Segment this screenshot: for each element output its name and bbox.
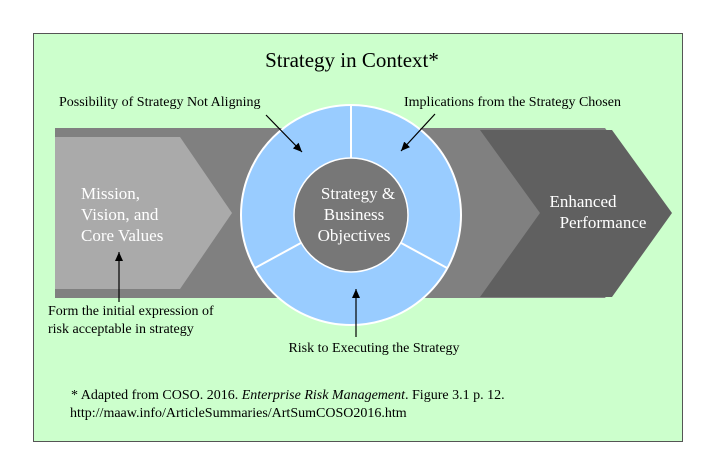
label-implications: Implications from the Strategy Chosen: [404, 95, 621, 110]
label-not-aligning: Possibility of Strategy Not Aligning: [59, 95, 260, 110]
footnote-citation: * Adapted from COSO. 2016. Enterprise Ri…: [71, 387, 505, 405]
label-executing: Risk to Executing the Strategy: [288, 341, 459, 356]
footnote-title: Enterprise Risk Management: [241, 388, 406, 403]
arrow-not-aligning: [265, 114, 303, 153]
label-initial-expression-2: risk acceptable in strategy: [48, 322, 194, 337]
label-initial-expression-1: Form the initial expression of: [48, 304, 214, 319]
footnote-url: http://maaw.info/ArticleSummaries/ArtSum…: [70, 406, 407, 421]
footnote-suffix: . Figure 3.1 p. 12.: [405, 388, 505, 403]
performance-line-2: Performance: [560, 213, 647, 232]
performance-line-1: Enhanced: [549, 192, 617, 211]
center-line-3: Objectives: [318, 226, 391, 245]
performance-chevron: [480, 130, 672, 297]
center-line-1: Strategy &: [321, 184, 395, 203]
mission-box: [55, 137, 232, 289]
mission-line-3: Core Values: [81, 226, 163, 245]
mission-line-2: Vision, and: [81, 205, 159, 224]
diagram-title: Strategy in Context*: [265, 48, 439, 72]
strategy-center: [293, 157, 409, 273]
arrow-implications: [400, 113, 436, 152]
footnote: * Adapted from COSO. 2016. Enterprise Ri…: [70, 387, 505, 423]
center-line-2: Business: [324, 205, 384, 224]
mission-line-1: Mission,: [81, 184, 140, 203]
footnote-prefix: * Adapted from COSO. 2016.: [71, 388, 242, 403]
